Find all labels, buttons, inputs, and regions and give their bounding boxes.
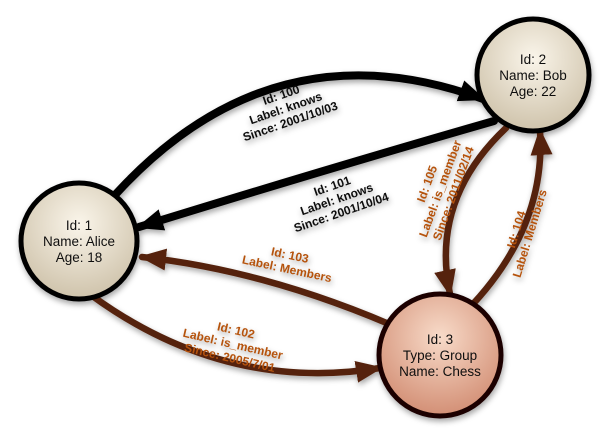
node-group[interactable]: Id: 3 Type: Group Name: Chess bbox=[376, 291, 504, 419]
edge-knows-100[interactable] bbox=[110, 71, 487, 200]
node-group-circle[interactable] bbox=[376, 291, 504, 419]
edge-members-103[interactable] bbox=[138, 248, 393, 328]
node-alice-age: Age: 18 bbox=[56, 250, 103, 265]
edge-label-101: Id: 101 Label: knows Since: 2001/10/04 bbox=[292, 173, 391, 235]
node-bob-age: Age: 22 bbox=[510, 84, 557, 99]
node-alice-name: Name: Alice bbox=[43, 234, 115, 249]
node-bob-label: Id: 2 Name: Bob Age: 22 bbox=[499, 52, 567, 99]
edge-label-102: Id: 102 Label: is_member Since: 2005/7/0… bbox=[182, 319, 285, 375]
node-alice-id: Id: 1 bbox=[66, 218, 92, 233]
node-alice-circle[interactable] bbox=[18, 180, 140, 302]
node-group-type: Type: Group bbox=[403, 348, 477, 363]
edge-is-member-105[interactable] bbox=[434, 124, 510, 298]
edge-knows-101[interactable] bbox=[135, 117, 498, 231]
nodes-layer: Id: 1 Name: Alice Age: 18 Id: 2 Name: Bo… bbox=[18, 16, 592, 419]
node-bob-name: Name: Bob bbox=[499, 68, 567, 83]
edge-label-105: Id: 105 Label: is_member Since: 2011/02/… bbox=[414, 138, 477, 242]
node-alice[interactable]: Id: 1 Name: Alice Age: 18 bbox=[18, 180, 140, 302]
node-group-id: Id: 3 bbox=[427, 332, 453, 347]
edge-is-member-102[interactable] bbox=[87, 291, 384, 383]
node-group-name: Name: Chess bbox=[399, 364, 481, 379]
edge-members-104[interactable] bbox=[469, 127, 553, 308]
node-bob-id: Id: 2 bbox=[520, 52, 546, 67]
node-alice-label: Id: 1 Name: Alice Age: 18 bbox=[43, 218, 115, 265]
edges-layer bbox=[87, 71, 553, 383]
node-group-label: Id: 3 Type: Group Name: Chess bbox=[399, 332, 481, 379]
node-bob-circle[interactable] bbox=[474, 16, 592, 134]
node-bob[interactable]: Id: 2 Name: Bob Age: 22 bbox=[474, 16, 592, 134]
